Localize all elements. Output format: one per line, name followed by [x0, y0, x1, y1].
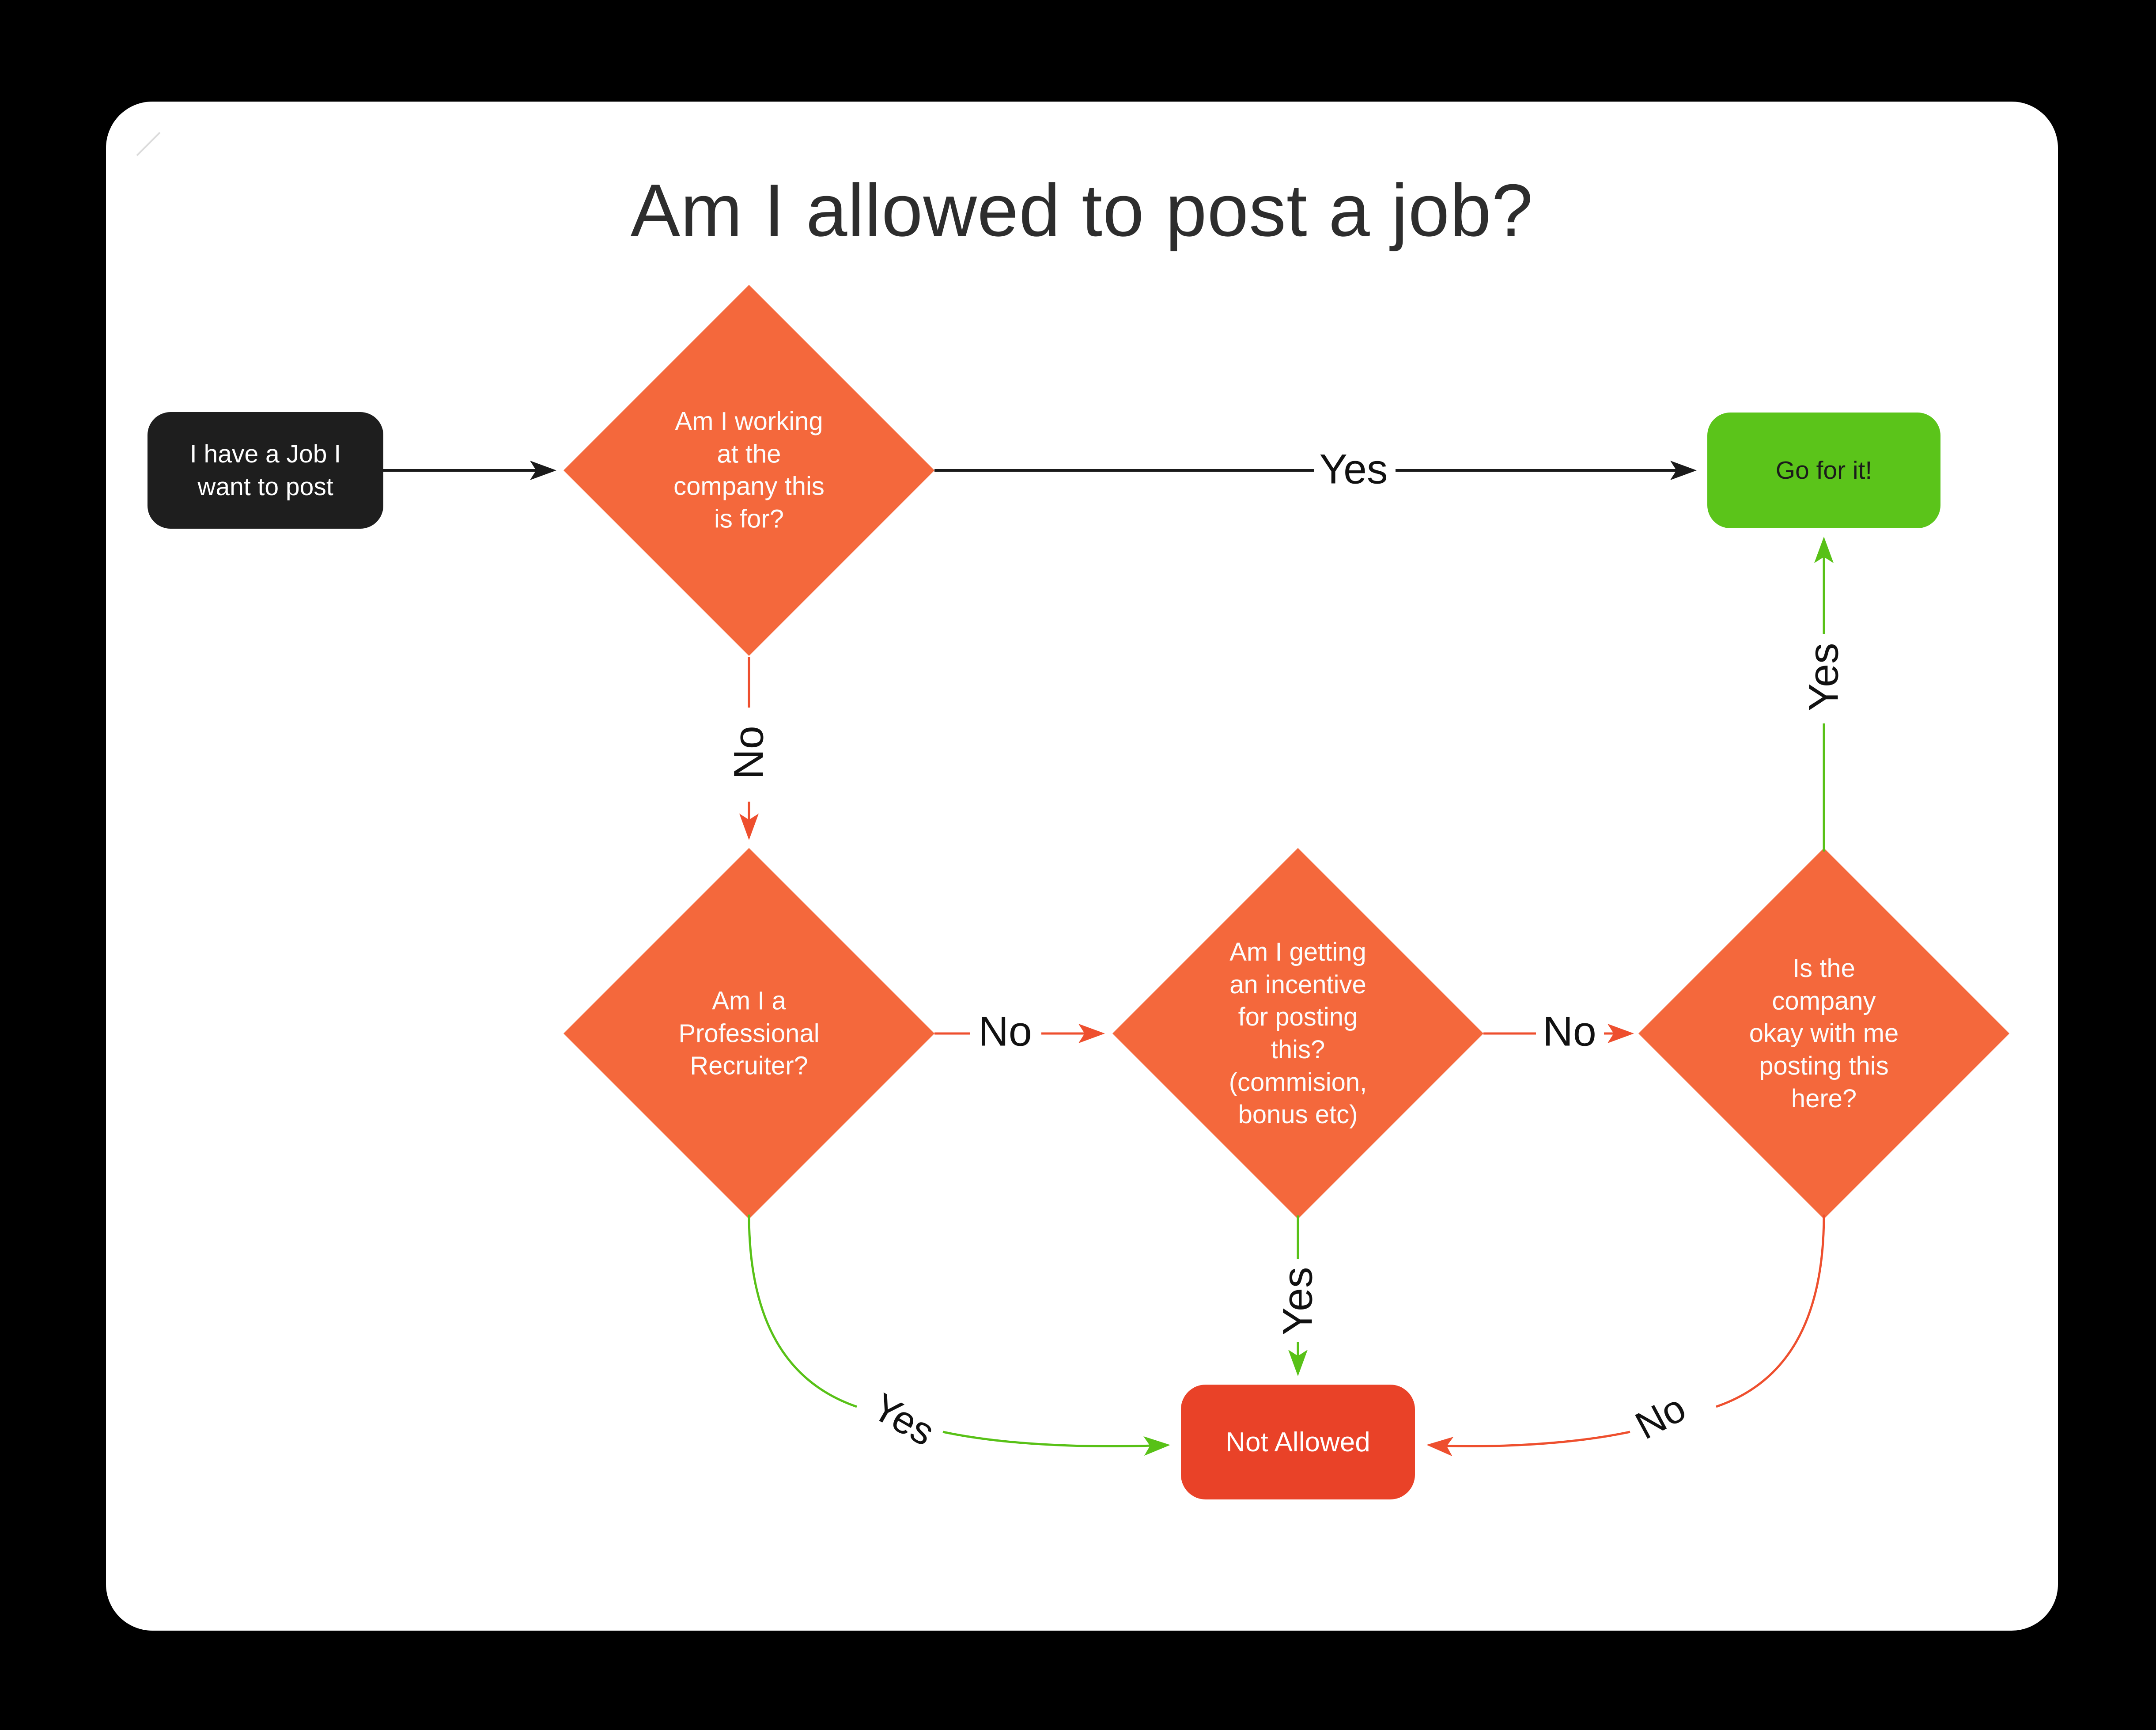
edge-label-recruiter-no: No	[978, 1008, 1032, 1055]
decision-professional-recruiter-label: Am I a Professional Recruiter?	[678, 986, 820, 1080]
decision-company-okay-label: Is the company okay with me posting this…	[1749, 954, 1899, 1113]
edge-recruiter-yes-curve-b	[942, 1431, 1170, 1456]
edge-company-okay-no-curve-b	[1426, 1431, 1630, 1457]
go-for-it-node-label: Go for it!	[1775, 456, 1872, 485]
edge-label-working-no: No	[725, 726, 772, 780]
corner-fold-mark	[136, 132, 161, 156]
edge-company-okay-no-curve-a	[1716, 1214, 1825, 1408]
edge-label-company-okay-yes: Yes	[1800, 643, 1847, 712]
decision-incentive-label: Am I getting an incentive for posting th…	[1229, 938, 1367, 1129]
start-node: I have a Job I want to post	[148, 412, 383, 529]
edge-label-incentive-yes: Yes	[1274, 1267, 1321, 1336]
edge-recruiter-yes-curve-a	[748, 1214, 857, 1408]
page-title: Am I allowed to post a job?	[630, 169, 1534, 252]
decision-working-at-company-shape	[564, 285, 934, 656]
go-for-it-node: Go for it!	[1707, 413, 1940, 528]
edge-label-working-yes: Yes	[1319, 446, 1388, 493]
not-allowed-node-label: Not Allowed	[1226, 1427, 1370, 1457]
decision-company-okay-shape	[1638, 848, 2009, 1219]
decision-professional-recruiter-shape	[564, 848, 934, 1219]
edge-label-incentive-no: No	[1543, 1008, 1596, 1055]
decision-incentive-shape	[1112, 848, 1483, 1219]
flowchart-edges-layer	[136, 132, 2009, 1457]
flowchart-card: Am I allowed to post a job? I have a Job…	[106, 102, 2058, 1631]
decision-working-at-company-label: Am I working at the company this is for?	[673, 407, 825, 534]
not-allowed-node: Not Allowed	[1181, 1385, 1415, 1499]
start-node-label: I have a Job I want to post	[189, 439, 341, 501]
